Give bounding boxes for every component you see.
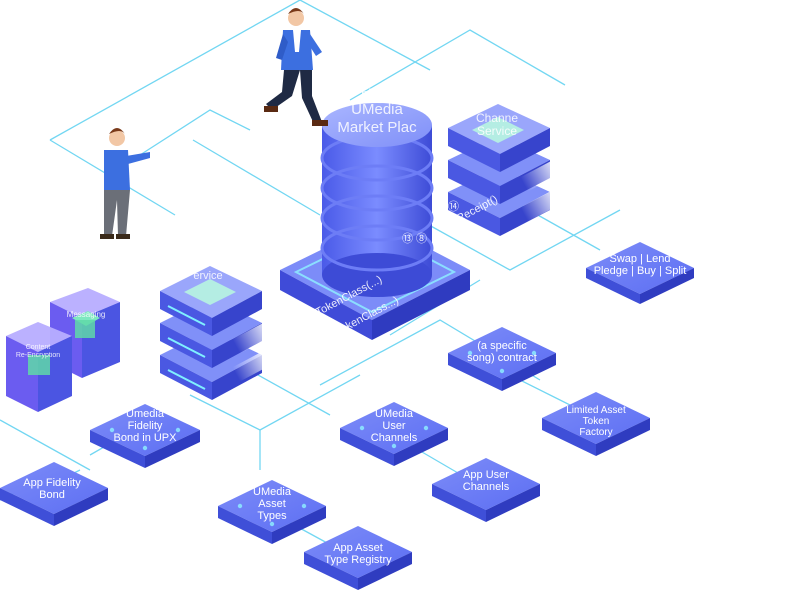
connector-line — [192, 139, 321, 216]
server-unit — [160, 266, 262, 336]
umedia-fidelity-label-1: Umedia — [126, 408, 165, 420]
market-label-1: UMedia — [351, 101, 403, 118]
connector-line — [299, 0, 431, 71]
connector-line — [419, 209, 621, 271]
app-user-label-2: Channels — [463, 481, 510, 493]
tile-swap-lend: Swap | Lend Pledge | Buy | Split — [586, 242, 694, 304]
umedia-fidelity-label-2: Fidelity — [128, 420, 163, 432]
swap-label-2: Pledge | Buy | Split — [594, 265, 687, 277]
server-unit — [448, 104, 550, 172]
connector-line — [49, 0, 301, 141]
channel-label-1: Channe — [476, 111, 518, 125]
tile-limited-asset-token-factory: Limited Asset Token Factory — [542, 392, 650, 456]
messaging-label: Messaging — [67, 310, 106, 319]
market-label-0: ple,M — [361, 86, 393, 101]
tile-umedia-asset-types: UMedia Asset Types — [218, 480, 326, 544]
umedia-fidelity-label-3: Bond in UPX — [114, 432, 178, 444]
reencryption-label-1: Content — [26, 344, 51, 351]
connector-line — [0, 419, 91, 471]
app-user-label-1: App User — [463, 469, 509, 481]
limited-label-3: Factory — [579, 427, 612, 438]
user-channels-label-2: User — [382, 420, 406, 432]
tile-app-fidelity-bond: App Fidelity Bond — [0, 462, 108, 526]
connector-line — [349, 29, 566, 101]
channel-label-2: Service — [477, 124, 517, 138]
service-server-stack: ervice — [160, 266, 302, 400]
tile-app-asset-type-registry: App Asset Type Registry — [304, 526, 412, 590]
reencryption-label-2: Re-Encryption — [16, 352, 60, 359]
tile-corner-dots — [109, 350, 537, 527]
user-channels-label-1: UMedia — [375, 408, 414, 420]
user-channels-label-3: Channels — [371, 432, 418, 444]
app-asset-label-1: App Asset — [333, 542, 383, 554]
step-marker-b: ⑬ ⑧ — [402, 232, 427, 245]
market-label-2: Market Plac — [337, 119, 417, 136]
contract-label-1: (a specific — [477, 340, 527, 352]
app-asset-label-2: Type Registry — [324, 554, 392, 566]
asset-types-label-1: UMedia — [253, 486, 292, 498]
tile-umedia-user-channels: UMedia User Channels — [340, 402, 448, 466]
app-fidelity-label-2: Bond — [39, 489, 65, 501]
step-marker-a: ⑭ — [448, 200, 459, 213]
asset-types-label-2: Asset — [258, 498, 286, 510]
asset-types-label-3: Types — [257, 510, 287, 522]
app-fidelity-label-1: App Fidelity — [23, 477, 81, 489]
person-walking-illustration — [264, 8, 328, 126]
tile-umedia-fidelity-bond: Umedia Fidelity Bond in UPX — [90, 404, 200, 468]
limited-label-2: Token — [583, 416, 610, 427]
tile-song-contract: (a specific song) contract — [448, 327, 556, 391]
connector-line — [139, 109, 251, 156]
swap-label-1: Swap | Lend — [610, 253, 671, 265]
contract-label-2: song) contract — [467, 352, 537, 364]
reencryption-box: Content Re-Encryption — [6, 322, 72, 412]
limited-label-1: Limited Asset — [566, 405, 626, 416]
service-label: ervice — [193, 270, 222, 282]
tile-app-user-channels: App User Channels — [432, 458, 540, 522]
person-standing-illustration — [100, 128, 150, 239]
